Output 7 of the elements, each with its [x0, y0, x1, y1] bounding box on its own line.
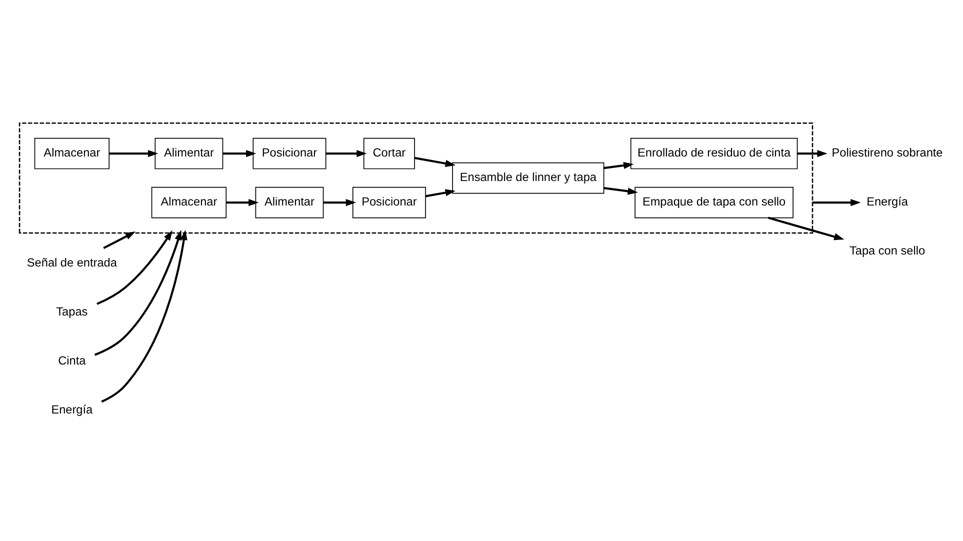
node-text: Cinta	[58, 353, 86, 368]
node-text: Señal de entrada	[26, 255, 117, 270]
node-text: Poliestireno sobrante	[832, 145, 943, 160]
node-text: Energía	[51, 402, 93, 416]
node-text: Energía	[866, 194, 908, 208]
node-text: Tapas	[56, 304, 88, 318]
node-text: Tapa con sello	[850, 243, 926, 258]
